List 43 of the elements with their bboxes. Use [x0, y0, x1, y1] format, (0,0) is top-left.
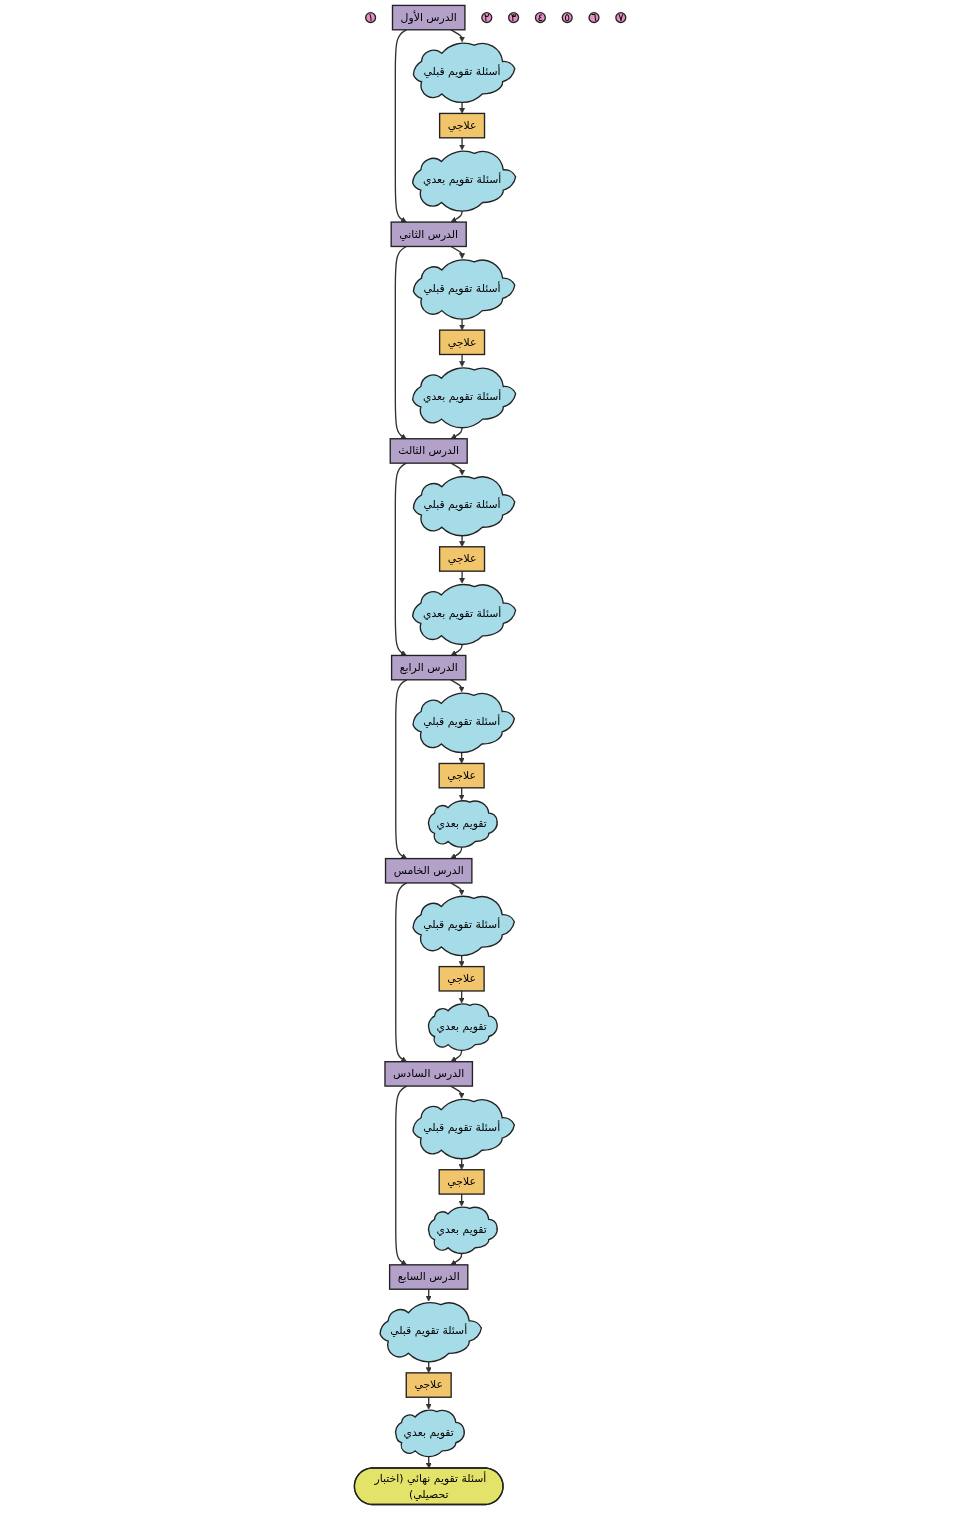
arrow — [449, 679, 465, 693]
node-circle: ٤ — [534, 12, 546, 24]
arrow — [394, 462, 408, 656]
node-circle: ٧ — [615, 12, 627, 24]
arrow — [395, 679, 408, 859]
arrow — [394, 29, 408, 223]
arrow — [395, 1085, 408, 1266]
node-box: علاجي — [438, 1169, 485, 1195]
node-circle: ٦ — [588, 12, 600, 24]
arrow — [449, 1085, 465, 1099]
node-box: علاجي — [438, 965, 485, 992]
node-box: علاجي — [438, 762, 485, 789]
node-box: الدرس الثاني — [390, 221, 467, 248]
node-circle: ٣ — [507, 12, 520, 24]
node-circle: ٥ — [561, 12, 573, 24]
arrow — [450, 29, 465, 43]
arrow — [425, 1455, 432, 1469]
arrow — [459, 353, 465, 367]
node-box: الدرس الرابع — [390, 654, 467, 681]
arrow — [459, 570, 465, 584]
node-box: علاجي — [438, 329, 486, 356]
node-box: الدرس الخامس — [384, 857, 473, 884]
arrow — [425, 1396, 432, 1410]
arrow — [395, 882, 408, 1062]
node-box: علاجي — [405, 1372, 452, 1398]
arrow — [458, 990, 465, 1004]
arrow — [394, 245, 408, 440]
arrow — [458, 1193, 465, 1207]
arrow — [450, 209, 463, 223]
node-box: علاجي — [438, 546, 486, 572]
arrow — [425, 1288, 432, 1302]
node-circle: ٢ — [481, 12, 493, 24]
node-box: الدرس الأول — [391, 4, 466, 31]
node-box: الدرس الثالث — [389, 438, 468, 464]
node-box: علاجي — [438, 112, 486, 139]
arrow — [459, 137, 465, 151]
node-box: الدرس السادس — [384, 1061, 474, 1087]
arrow — [458, 787, 465, 801]
node-box: الدرس السابع — [388, 1264, 469, 1290]
node-circle: ١ — [364, 12, 377, 24]
arrow — [450, 462, 465, 476]
arrow — [449, 882, 465, 896]
arrow — [450, 245, 465, 259]
